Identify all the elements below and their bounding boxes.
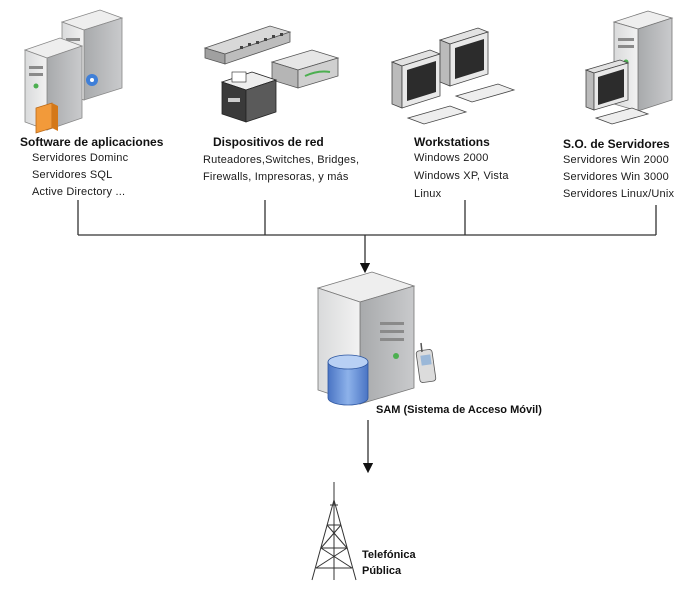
server-os-item: Servidores Linux/Unix [563, 188, 675, 200]
network-devices-icon [203, 25, 340, 123]
tower-label-line2: Pública [362, 565, 402, 577]
app-software-item: Servidores Dominc [32, 152, 129, 164]
workstations-item: Linux [414, 188, 442, 200]
workstations-title: Workstations [414, 135, 490, 149]
connector-lines [77, 200, 657, 474]
workstations-icon [390, 27, 516, 125]
network-devices-item: Ruteadores,Switches, Bridges, [203, 154, 360, 166]
mobile-phone-icon [415, 342, 437, 383]
tower-label-line1: Telefónica [362, 549, 416, 561]
server-os-item: Servidores Win 2000 [563, 154, 669, 166]
workstations-item: Windows 2000 [414, 152, 489, 164]
database-icon [327, 354, 369, 406]
app-software-item: Active Directory ... [32, 186, 126, 198]
workstations-item: Windows XP, Vista [414, 170, 509, 182]
server-os-item: Servidores Win 3000 [563, 171, 669, 183]
app-software-item: Servidores SQL [32, 169, 113, 181]
server-os-title: S.O. de Servidores [563, 137, 670, 151]
app-software-title: Software de aplicaciones [20, 135, 164, 149]
network-devices-item: Firewalls, Impresoras, y más [203, 171, 349, 183]
sam-label: SAM (Sistema de Acceso Móvil) [376, 404, 542, 416]
server-os-icon [584, 10, 674, 125]
app-server-icon [23, 9, 124, 134]
network-devices-title: Dispositivos de red [213, 135, 324, 149]
radio-tower-icon [311, 482, 357, 581]
